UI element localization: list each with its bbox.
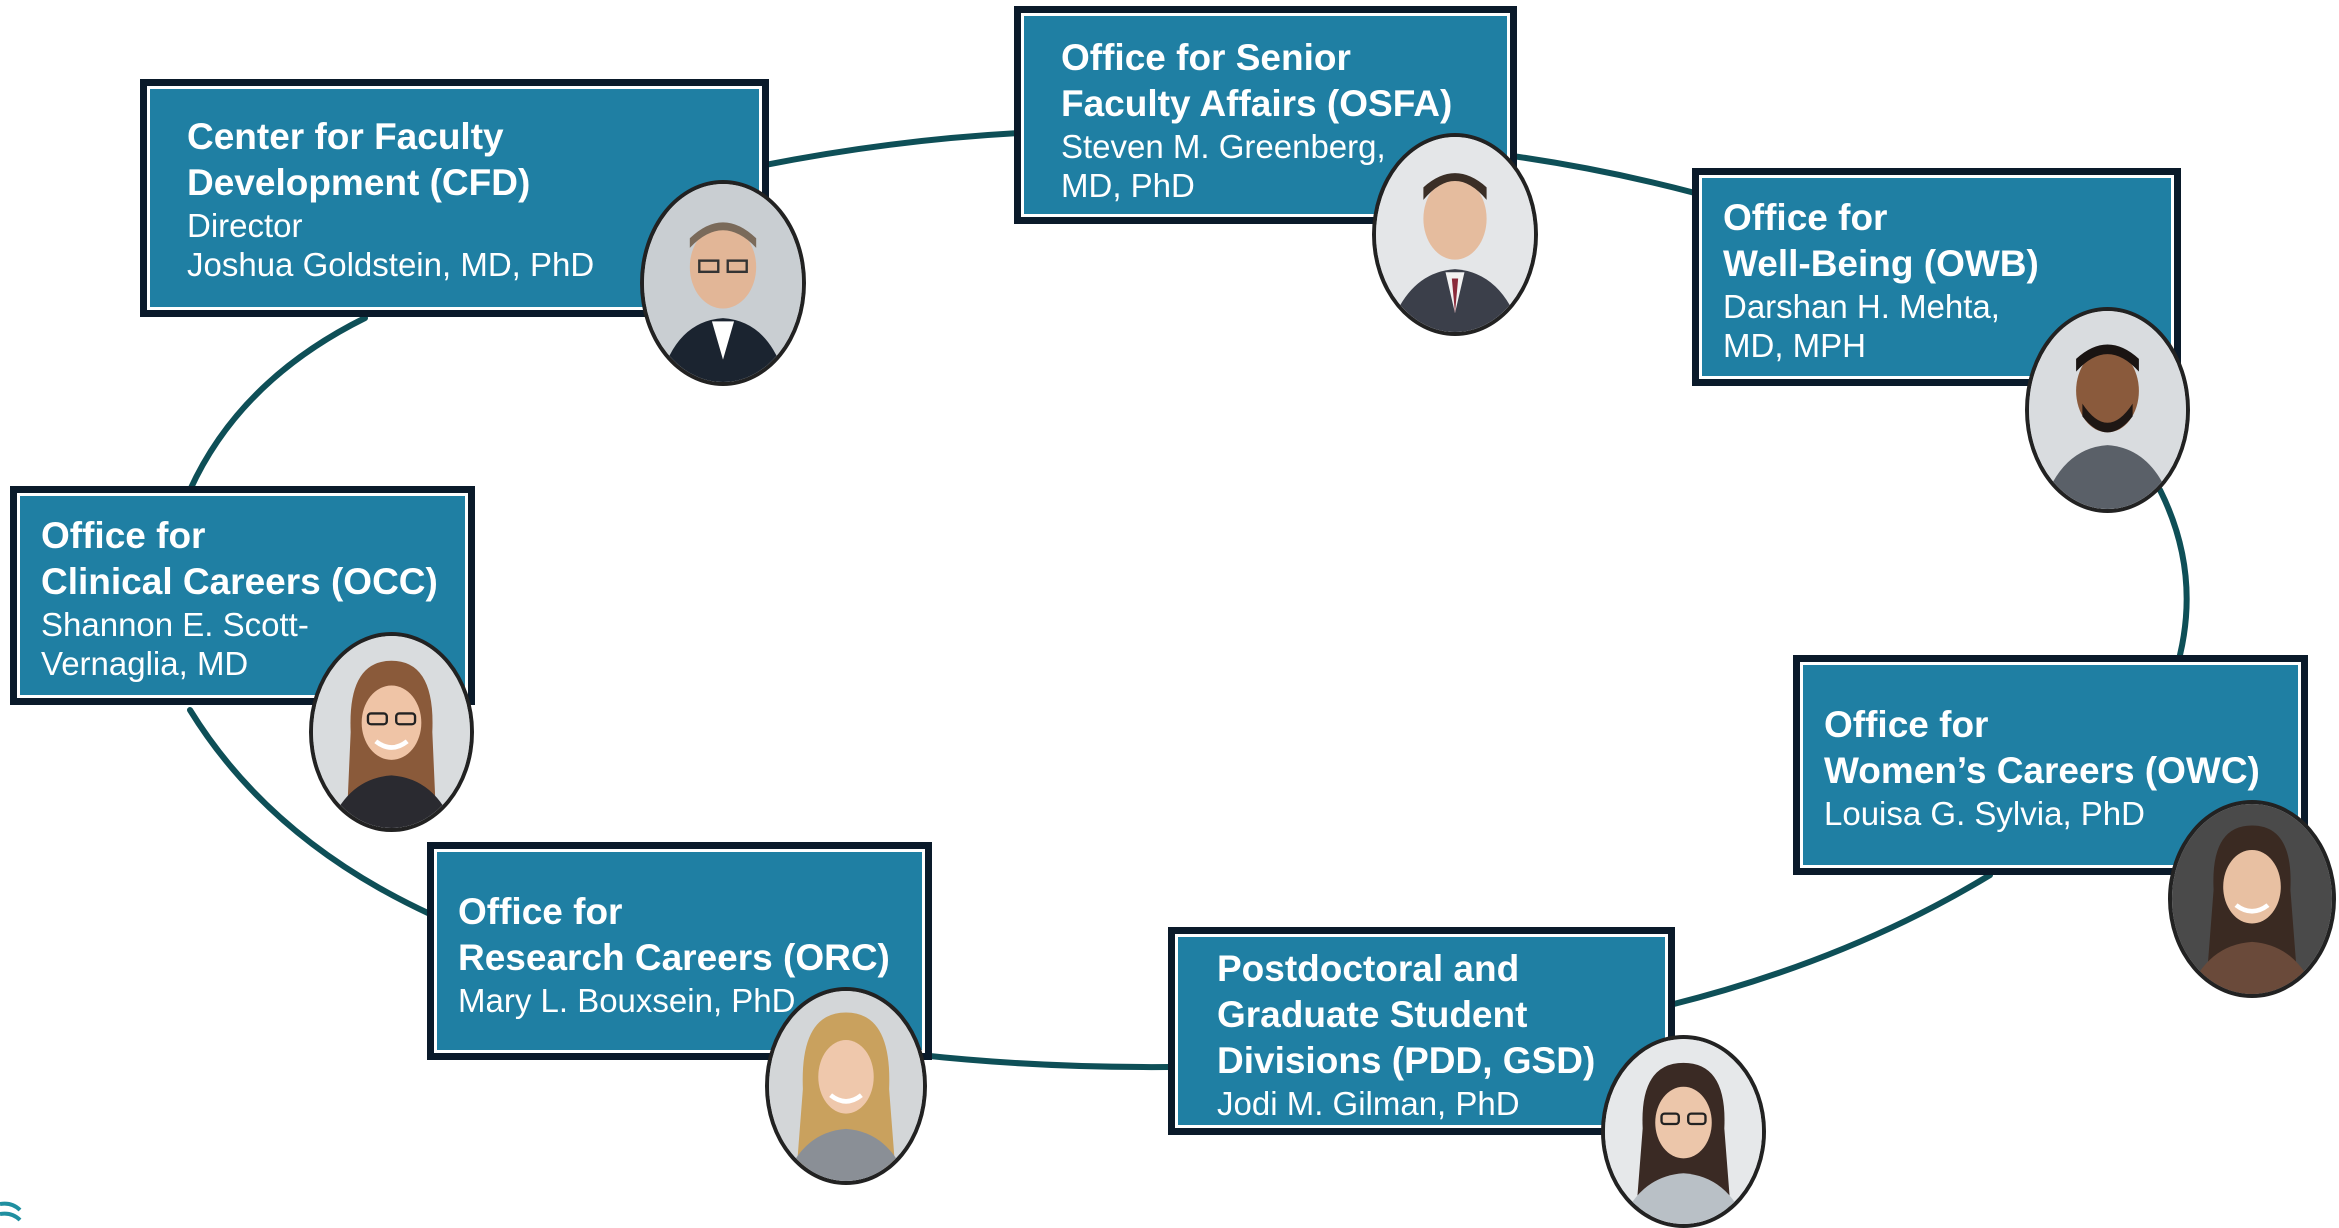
card-title: Faculty Affairs (OSFA) — [1061, 83, 1453, 124]
card-title: Office for — [1824, 704, 1989, 745]
card-title: Development (CFD) — [187, 162, 531, 203]
card-title: Office for — [458, 891, 623, 932]
card-owc: Office for Women’s Careers (OWC) Louisa … — [1793, 655, 2308, 875]
card-title: Well-Being (OWB) — [1723, 243, 2039, 284]
card-pdd: Postdoctoral and Graduate Student Divisi… — [1168, 927, 1675, 1135]
card-person: Director — [187, 207, 303, 244]
card-person: Joshua Goldstein, MD, PhD — [187, 246, 595, 283]
card-title: Divisions (PDD, GSD) — [1217, 1040, 1596, 1081]
card-person: Mary L. Bouxsein, PhD — [458, 982, 796, 1019]
card-owb: Office for Well-Being (OWB) Darshan H. M… — [1692, 168, 2181, 386]
woman-glasses-portrait-icon — [1601, 1035, 1766, 1228]
connector-owb-owc — [2157, 487, 2190, 658]
card-person: Shannon E. Scott- — [41, 606, 309, 643]
card-title: Research Careers (ORC) — [458, 937, 890, 978]
woman-portrait-icon — [2168, 800, 2336, 998]
card-title: Office for — [1723, 197, 1888, 238]
connector-cfd-osfa — [757, 130, 1023, 169]
woman-glasses-portrait-icon — [309, 632, 474, 832]
card-title: Center for Faculty — [187, 116, 504, 157]
card-person: Jodi M. Gilman, PhD — [1217, 1085, 1520, 1122]
card-title: Clinical Careers (OCC) — [41, 561, 438, 602]
card-occ: Office for Clinical Careers (OCC) Shanno… — [10, 486, 475, 705]
man-glasses-portrait-icon — [640, 180, 806, 386]
card-person: Vernaglia, MD — [41, 645, 249, 682]
card-person: MD, MPH — [1723, 327, 1866, 364]
card-person: Louisa G. Sylvia, PhD — [1824, 795, 2145, 832]
connector-osfa-owb — [1502, 152, 1698, 196]
card-person: MD, PhD — [1061, 167, 1195, 204]
card-person: Darshan H. Mehta, — [1723, 288, 2000, 325]
man-beard-portrait-icon — [2025, 307, 2190, 513]
card-person: Steven M. Greenberg, — [1061, 128, 1386, 165]
woman-blonde-portrait-icon — [765, 987, 927, 1185]
card-title: Office for Senior — [1061, 37, 1351, 78]
card-title: Graduate Student — [1217, 994, 1528, 1035]
connector-occ-cfd — [187, 315, 368, 493]
connector-owc-pdd — [1667, 872, 1993, 1008]
card-title: Women’s Careers (OWC) — [1824, 750, 2260, 791]
man-suit-portrait-icon — [1372, 133, 1538, 336]
connector-orc-occ — [187, 707, 433, 917]
logo-fragment-icon — [0, 1201, 22, 1222]
card-title: Postdoctoral and — [1217, 948, 1520, 989]
connector-pdd-orc — [917, 1052, 1173, 1071]
card-title: Office for — [41, 515, 206, 556]
